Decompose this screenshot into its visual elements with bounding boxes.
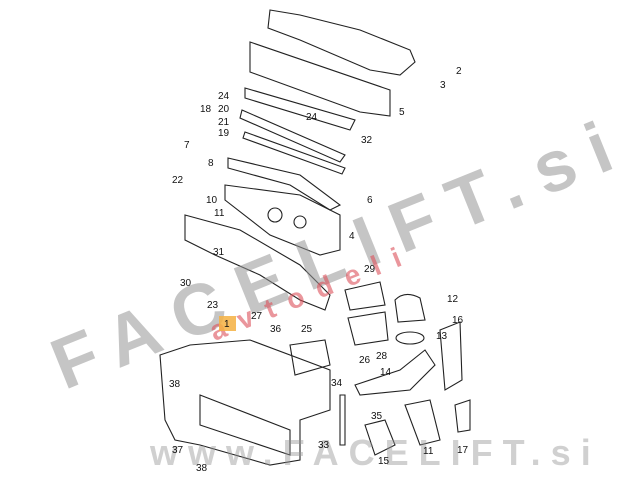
callout: 33 <box>318 440 330 451</box>
lock-carrier <box>159 339 331 466</box>
bulkhead <box>224 184 341 256</box>
callout: 8 <box>208 158 214 169</box>
side-member <box>354 349 436 396</box>
callout: 14 <box>380 367 392 378</box>
callout: 24 <box>218 91 230 102</box>
strut-cap <box>394 293 426 323</box>
seal-strips <box>239 87 356 175</box>
plenum-cover <box>267 9 416 76</box>
callout: 11 <box>423 446 434 457</box>
callout: 12 <box>447 294 459 305</box>
callout: 31 <box>213 247 225 258</box>
callout: 32 <box>361 135 373 146</box>
callout: 35 <box>371 411 383 422</box>
callout: 22 <box>172 175 184 186</box>
callout: 16 <box>452 315 464 326</box>
callout: 26 <box>359 355 371 366</box>
callout: 36 <box>270 324 282 335</box>
callout: 25 <box>301 324 313 335</box>
callout: 7 <box>184 140 190 151</box>
callout: 11 <box>214 208 225 219</box>
callout-highlighted: 1 <box>224 319 230 330</box>
callout: 24 <box>306 112 318 123</box>
callout: 38 <box>169 379 181 390</box>
callout: 19 <box>218 128 230 139</box>
callout: 4 <box>349 231 355 242</box>
cowl-panel <box>249 41 391 117</box>
air-duct <box>289 339 331 376</box>
highlighted-part-marker <box>219 316 236 331</box>
callout: 2 <box>456 66 462 77</box>
callout: 29 <box>364 264 376 275</box>
callout: 6 <box>367 195 373 206</box>
callout: 23 <box>207 300 219 311</box>
callout: 34 <box>331 378 343 389</box>
callout: 37 <box>172 445 184 456</box>
callout: 13 <box>436 331 448 342</box>
callout: 21 <box>218 117 230 128</box>
callout: 38 <box>196 463 208 474</box>
callout: 30 <box>180 278 192 289</box>
callout: 15 <box>378 456 390 467</box>
front-apron <box>184 214 331 311</box>
callout: 3 <box>440 80 446 91</box>
callout: 28 <box>376 351 388 362</box>
callout: 10 <box>206 195 218 206</box>
callout: 27 <box>251 311 263 322</box>
callout: 5 <box>399 107 405 118</box>
crossmember <box>227 157 342 211</box>
callout: 18 <box>200 104 212 115</box>
callout: 17 <box>457 445 469 456</box>
air-guide <box>344 281 389 346</box>
callout: 20 <box>218 104 230 115</box>
